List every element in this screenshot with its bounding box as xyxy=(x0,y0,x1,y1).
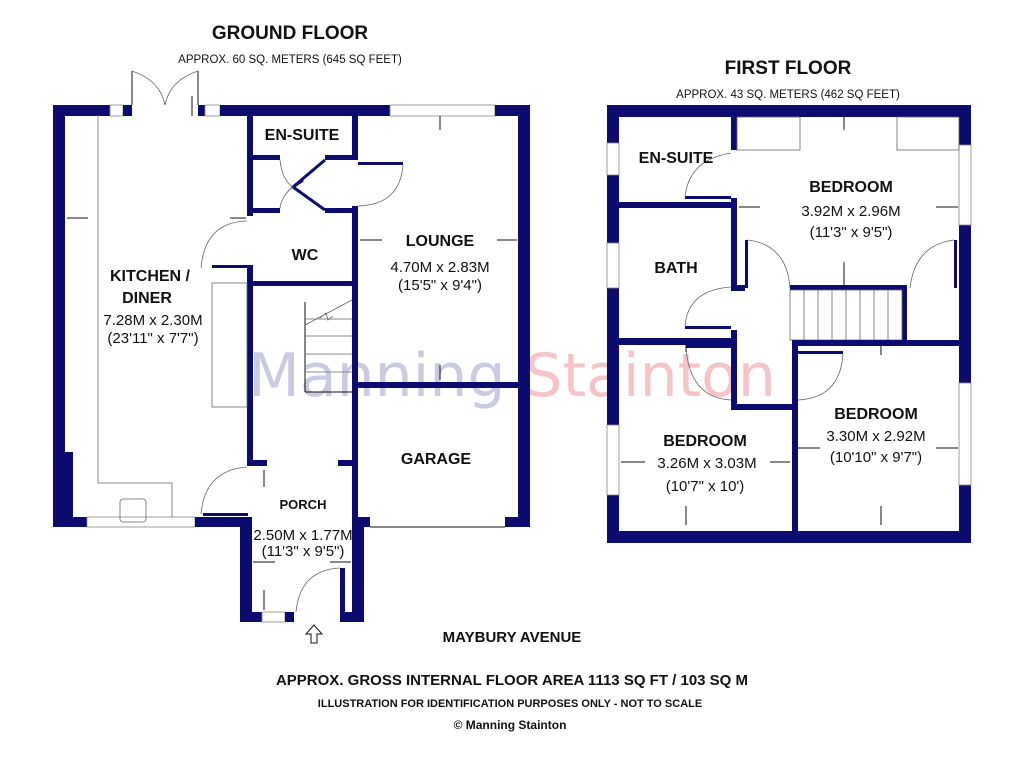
room-wc: WC xyxy=(292,247,319,264)
bedroom-1-imperial: (11'3" x 9'5") xyxy=(810,224,893,241)
room-ensuite-first: EN-SUITE xyxy=(639,150,714,167)
disclaimer: ILLUSTRATION FOR IDENTIFICATION PURPOSES… xyxy=(318,698,702,710)
bedroom-1-metric: 3.92M x 2.96M xyxy=(801,203,900,220)
porch-metric: 2.50M x 1.77M xyxy=(253,527,352,544)
bedroom-3-metric: 3.30M x 2.92M xyxy=(826,428,925,445)
kitchen-imperial: (23'11" x 7'7") xyxy=(107,330,198,347)
room-ensuite-ground: EN-SUITE xyxy=(265,127,340,144)
bedroom-2-metric: 3.26M x 3.03M xyxy=(657,455,756,472)
porch-imperial: (11'3" x 9'5") xyxy=(262,543,345,560)
room-bedroom-3: BEDROOM xyxy=(834,406,918,423)
watermark: Manning Stainton xyxy=(248,341,776,411)
room-kitchen-line1: KITCHEN / xyxy=(110,268,191,285)
room-kitchen-line2: DINER xyxy=(122,290,172,307)
room-garage: GARAGE xyxy=(401,451,472,468)
lounge-metric: 4.70M x 2.83M xyxy=(390,259,489,276)
first-floor-plan xyxy=(606,105,972,543)
ground-floor-plan xyxy=(53,70,530,623)
kitchen-metric: 7.28M x 2.30M xyxy=(103,312,202,329)
room-bedroom-2: BEDROOM xyxy=(663,433,747,450)
room-bedroom-1: BEDROOM xyxy=(809,179,893,196)
bedroom-2-imperial: (10'7" x 10') xyxy=(666,478,745,495)
room-lounge: LOUNGE xyxy=(406,233,475,250)
room-porch: PORCH xyxy=(280,497,327,512)
ground-floor-title: GROUND FLOOR xyxy=(212,23,368,44)
first-floor-title: FIRST FLOOR xyxy=(725,58,852,79)
lounge-imperial: (15'5" x 9'4") xyxy=(398,277,482,294)
street-name: MAYBURY AVENUE xyxy=(443,629,582,646)
copyright: © Manning Stainton xyxy=(454,718,567,732)
room-bath: BATH xyxy=(654,260,697,277)
entrance-arrow-icon xyxy=(304,624,324,644)
bedroom-3-imperial: (10'10" x 9'7") xyxy=(830,449,922,466)
gross-area: APPROX. GROSS INTERNAL FLOOR AREA 1113 S… xyxy=(276,672,748,689)
ground-floor-area: APPROX. 60 SQ. METERS (645 SQ FEET) xyxy=(178,54,402,66)
first-floor-area: APPROX. 43 SQ. METERS (462 SQ FEET) xyxy=(676,89,900,101)
